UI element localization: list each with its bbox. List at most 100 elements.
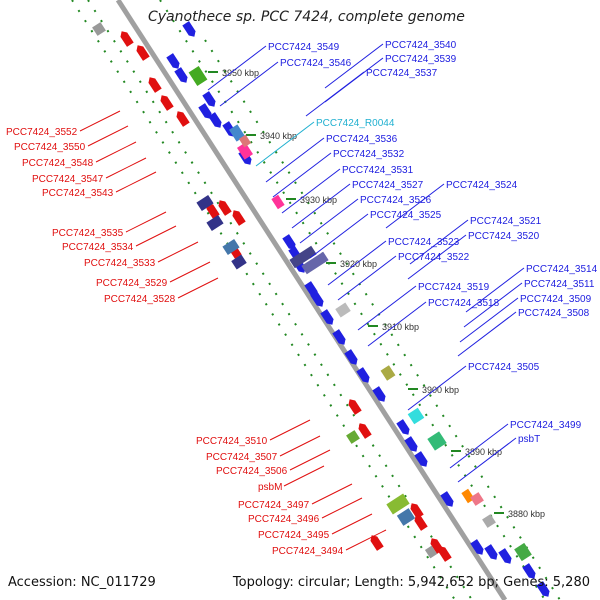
forward-gene-arrow [414, 451, 428, 467]
label-leader [265, 137, 325, 183]
gene-label-left: PCC7424_3495 [258, 530, 330, 541]
label-leader [311, 483, 353, 505]
gene-block [289, 245, 317, 269]
label-leader [125, 211, 167, 233]
forward-gene-arrow [470, 539, 484, 555]
label-leader [357, 285, 417, 331]
reverse-gene-arrow [358, 423, 372, 439]
label-leader [309, 213, 369, 259]
label-leader [157, 241, 199, 263]
gene-label-left: PCC7424_3550 [14, 142, 86, 153]
gene-block [271, 194, 285, 210]
gene-label-left: PCC7424_3547 [32, 174, 104, 185]
reverse-gene-arrow [206, 203, 220, 219]
gene-label-right: PCC7424_3505 [468, 362, 540, 373]
label-leader [457, 311, 517, 357]
reverse-gene-arrow [176, 111, 190, 127]
reverse-gene-arrow [232, 210, 246, 226]
scale-label: 3920 kbp [340, 259, 377, 269]
gene-label-right: PCC7424_3518 [428, 298, 500, 309]
feature-track [92, 21, 550, 597]
scale-label: 3900 kbp [422, 385, 459, 395]
label-leader [272, 152, 332, 198]
gene-block [424, 545, 438, 559]
gene-label-right: PCC7424_3511 [524, 279, 595, 290]
label-leader [305, 71, 365, 117]
label-leader [177, 277, 219, 299]
gene-label-right: PCC7424_3540 [385, 40, 457, 51]
gene-block [461, 488, 475, 504]
gene-label-left: PCC7424_3535 [52, 228, 124, 239]
label-leader [291, 183, 351, 229]
forward-gene-arrow [356, 367, 370, 383]
gene-label-left: PCC7424_3494 [272, 546, 344, 557]
scale-label: 3880 kbp [508, 509, 545, 519]
forward-gene-arrow [166, 53, 180, 69]
label-leader [331, 513, 373, 535]
gene-label-left: PCC7424_3510 [196, 436, 268, 447]
gene-block [228, 124, 246, 142]
label-leader [105, 157, 147, 179]
label-leader [367, 301, 427, 347]
label-leader [465, 267, 525, 313]
gene-label-right: PCC7424_3514 [526, 264, 598, 275]
gene-block [335, 302, 351, 318]
label-leader [289, 449, 331, 471]
label-leader [255, 121, 315, 167]
forward-gene-arrow [498, 548, 512, 564]
gene-block [407, 407, 425, 425]
gene-label-left: PCC7424_3529 [96, 278, 168, 289]
gene-block [386, 493, 410, 515]
label-leader [337, 255, 397, 301]
forward-gene-arrow [332, 329, 346, 345]
summary-text: Topology: circular; Length: 5,942,652 bp… [232, 575, 590, 590]
gene-block [470, 492, 484, 506]
reverse-gene-arrow [370, 535, 384, 551]
forward-gene-arrow [182, 21, 196, 37]
gene-block [380, 365, 396, 381]
label-leader [279, 435, 321, 457]
reverse-gene-arrow [120, 31, 134, 47]
label-leader [269, 419, 311, 441]
label-leader [169, 261, 211, 283]
reverse-gene-arrow [414, 515, 428, 531]
gene-labels: PCC7424_3549PCC7424_3546PCC7424_3540PCC7… [6, 40, 598, 557]
forward-gene-arrow [320, 309, 334, 325]
forward-gene-arrow [310, 291, 324, 307]
label-leader [324, 43, 384, 89]
gene-label-left: PCC7424_3496 [248, 514, 320, 525]
gene-label-left: PCC7424_3528 [104, 294, 176, 305]
forward-gene-arrow [522, 563, 536, 579]
reverse-gene-arrow [160, 95, 174, 111]
reverse-gene-arrow [218, 200, 232, 216]
gene-label-left: PCC7424_3552 [6, 127, 78, 138]
reverse-gene-arrow [438, 546, 452, 562]
label-leader [87, 125, 129, 147]
label-leader [281, 168, 341, 214]
gene-label-right: psbT [518, 434, 540, 445]
gene-label-right: PCC7424_3522 [398, 252, 470, 263]
map-title: Cyanothece sp. PCC 7424, complete genome [148, 9, 465, 25]
gene-label-right: PCC7424_3527 [352, 180, 424, 191]
forward-gene-arrow [372, 386, 386, 402]
reverse-gene-arrow [148, 77, 162, 93]
gene-label-left: PCC7424_3534 [62, 242, 134, 253]
gene-label-left: PCC7424_3497 [238, 500, 310, 511]
forward-gene-arrow [208, 112, 222, 128]
label-leader [95, 141, 137, 163]
gene-block [196, 194, 214, 212]
label-leaders [79, 43, 525, 551]
label-leader [79, 110, 121, 132]
gene-block [206, 214, 224, 232]
gene-label-right: PCC7424_R0044 [316, 118, 395, 129]
label-leader [135, 225, 177, 247]
gene-label-right: PCC7424_3509 [520, 294, 592, 305]
label-leader [459, 297, 519, 343]
gene-block [188, 66, 208, 86]
forward-gene-arrow [304, 281, 318, 297]
forward-gene-arrow [344, 349, 358, 365]
gene-label-right: PCC7424_3537 [366, 68, 438, 79]
gene-label-left: PCC7424_3543 [42, 188, 114, 199]
gene-label-right: PCC7424_3536 [326, 134, 398, 145]
